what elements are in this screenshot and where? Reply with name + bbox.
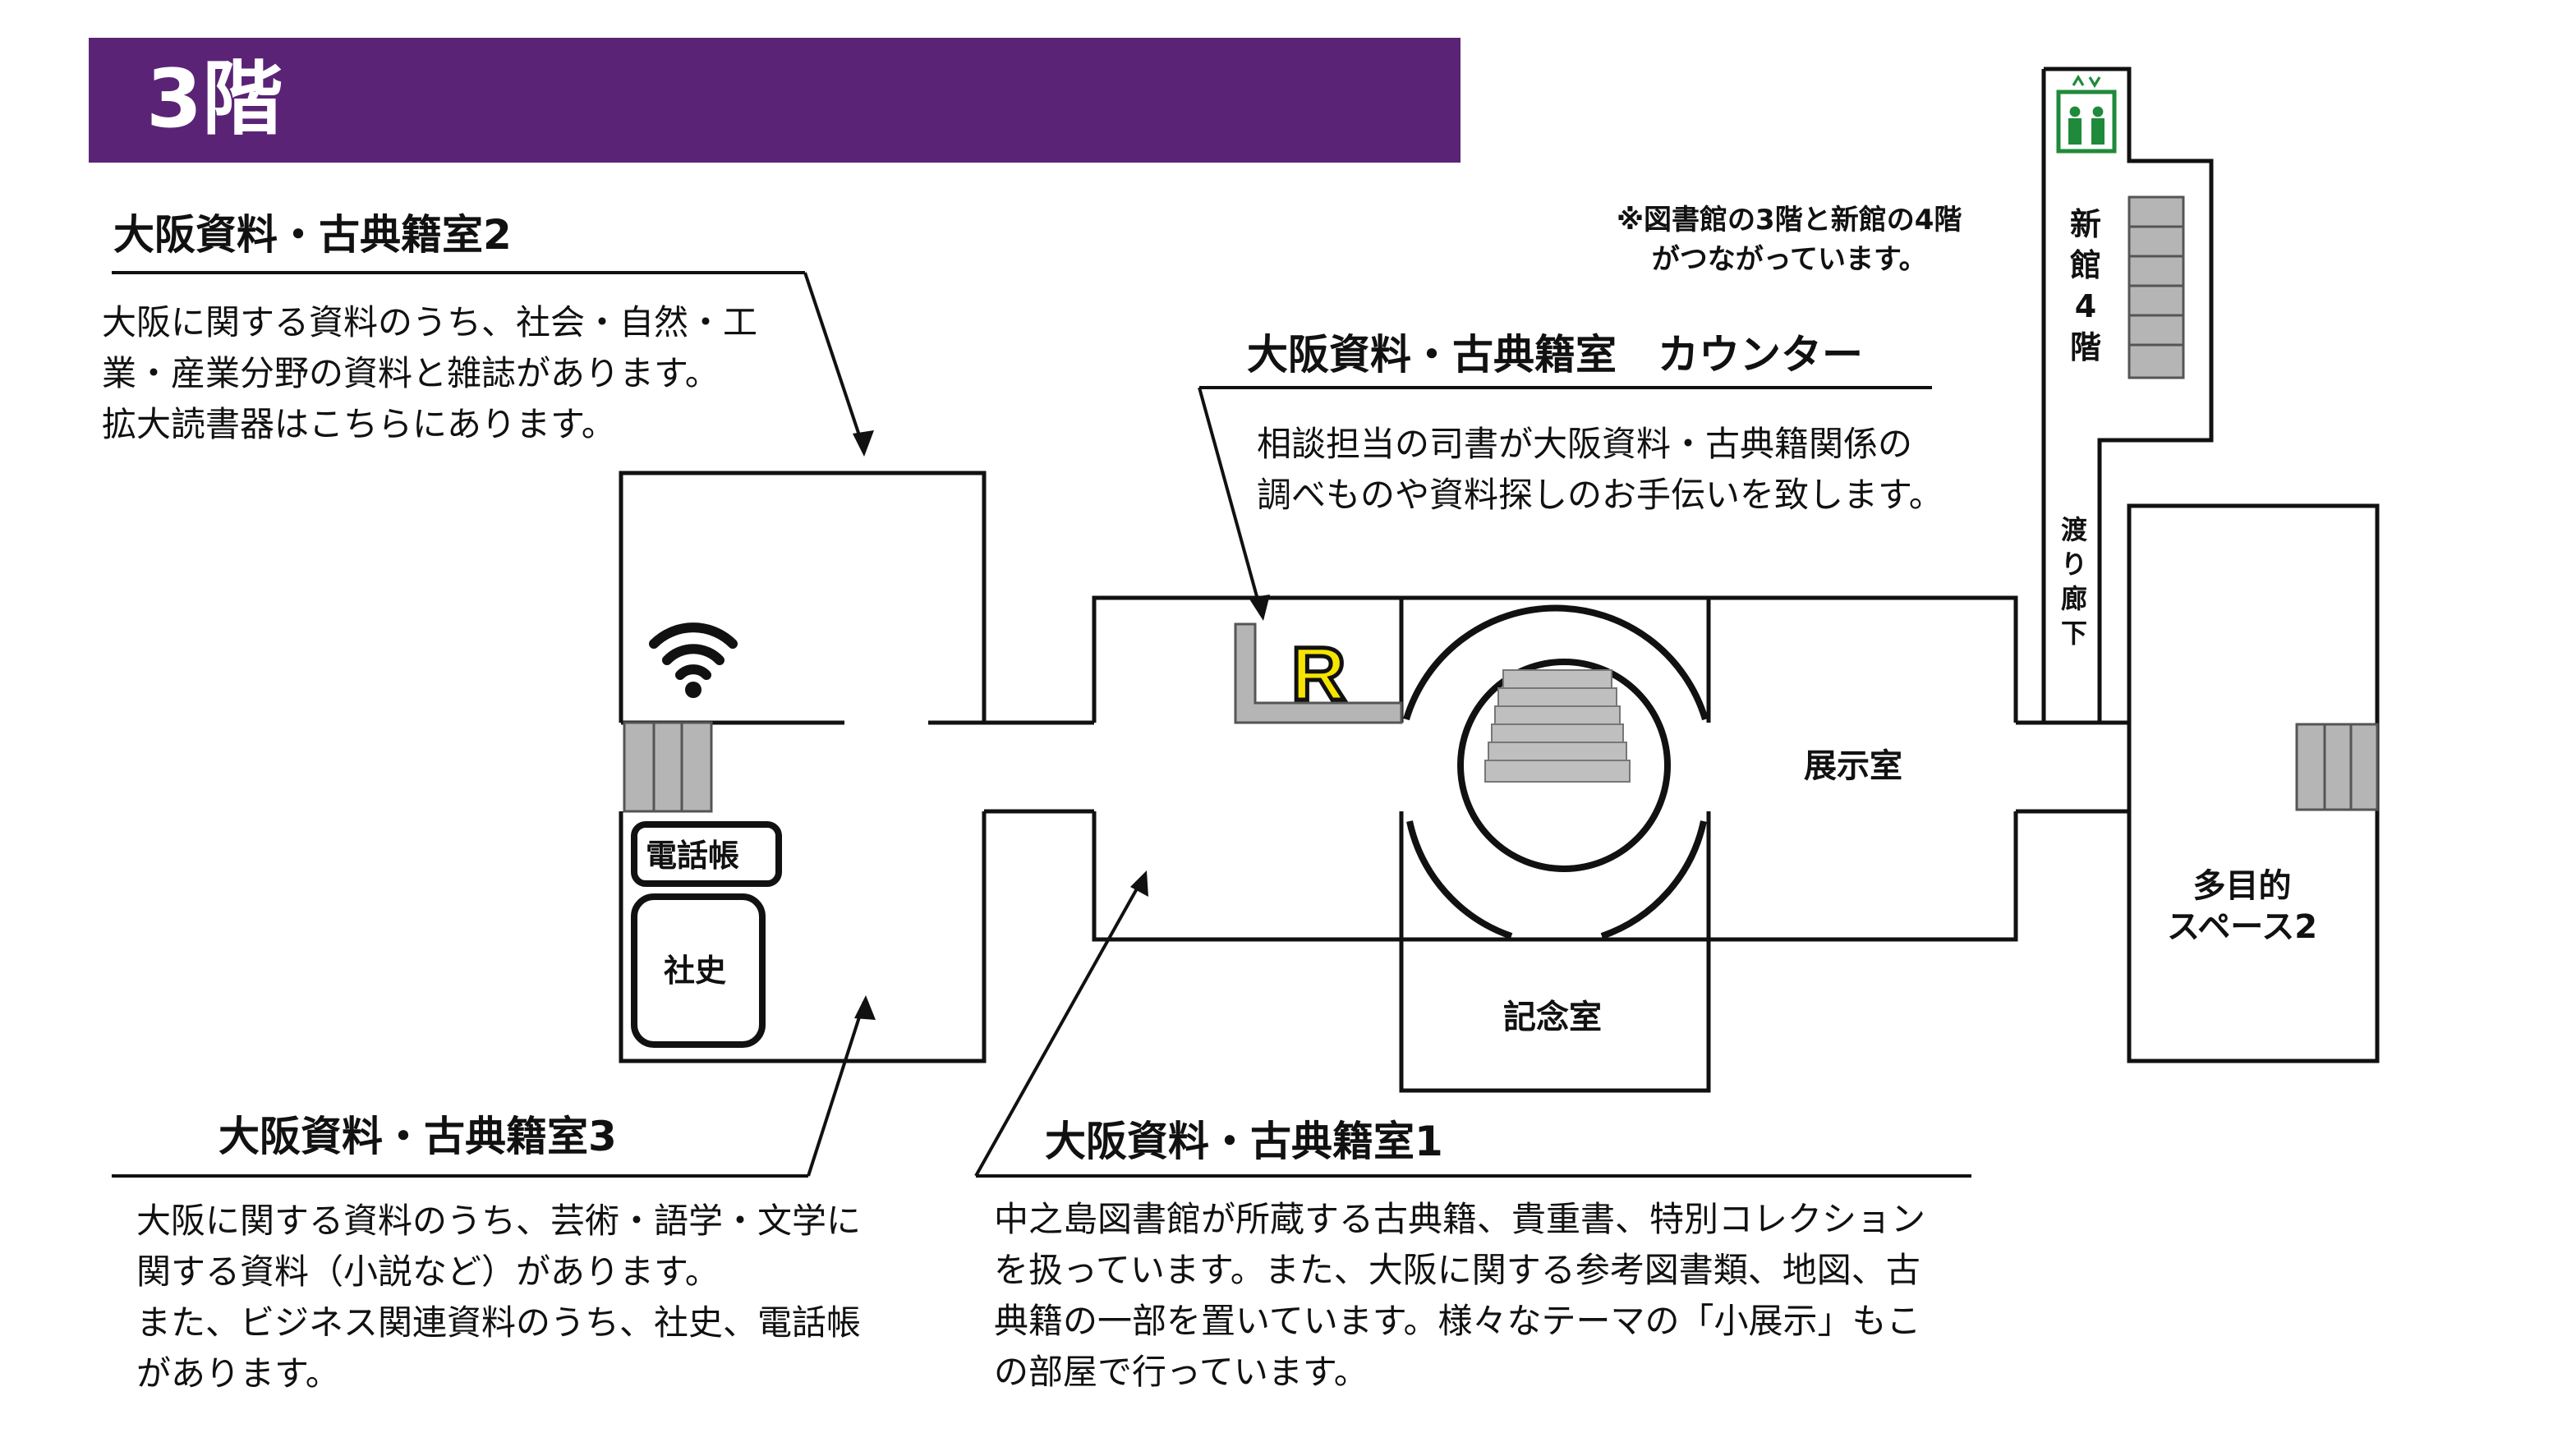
corridor-char: 渡 — [2060, 514, 2087, 545]
rotunda-arc-top — [1403, 604, 1709, 721]
multipurpose-shelves — [2295, 723, 2379, 811]
corridor-char: 廊 — [2060, 583, 2087, 614]
room1-wall — [1092, 595, 2018, 942]
leader-room3-arrow — [807, 1001, 866, 1177]
company-history-box — [631, 893, 766, 1048]
room1-desc-line: 典籍の一部を置いています。様々なテーマの「小展示」もこ — [994, 1301, 1921, 1341]
room2-heading: 大阪資料・古典籍室2 — [113, 211, 512, 259]
corridor-label: 渡 り 廊 下 — [2054, 512, 2095, 650]
room3-heading: 大阪資料・古典籍室3 — [218, 1113, 617, 1160]
counter-heading: 大阪資料・古典籍室 カウンター — [1247, 331, 1863, 379]
room3-desc-line: 関する資料（小説など）があります。 — [136, 1251, 720, 1292]
room2-desc-line: 業・産業分野の資料と雑誌があります。 — [102, 353, 720, 393]
header-bar — [89, 38, 1460, 163]
room1-desc-line: を扱っています。また、大阪に関する参考図書類、地図、古 — [994, 1250, 1920, 1290]
new-building-char: 4 — [2074, 288, 2097, 324]
leader-room2-arrow — [803, 272, 866, 451]
arrowhead-room3 — [854, 995, 876, 1020]
room2-desc-line: 大阪に関する資料のうち、社会・自然・工 — [102, 302, 758, 342]
new-building-label: 新 館 4 階 — [2065, 204, 2106, 368]
new-building-char: 館 — [2069, 247, 2101, 283]
room3-desc-line: 大阪に関する資料のうち、芸術・語学・文学に — [136, 1201, 862, 1241]
corridor-char: り — [2060, 549, 2087, 580]
connection-note: ※図書館の3階と新館の4階 がつながっています。 — [1617, 200, 1962, 279]
room3-description: 大阪に関する資料のうち、芸術・語学・文学に 関する資料（小説など）があります。 … — [136, 1196, 861, 1399]
multipurpose-label: 多目的 スペース2 — [2167, 866, 2317, 948]
exhibition-room-label: 展示室 — [1804, 747, 1902, 785]
stairs-icon — [1484, 669, 1631, 783]
counter-desc-line: 相談担当の司書が大阪資料・古典籍関係の — [1257, 424, 1913, 464]
counter-description: 相談担当の司書が大阪資料・古典籍関係の 調べものや資料探しのお手伝いを致します。 — [1257, 419, 1944, 521]
memorial-room-label: 記念室 — [1503, 999, 1602, 1036]
room1-desc-line: 中之島図書館が所蔵する古典籍、貴重書、特別コレクション — [994, 1199, 1926, 1239]
room1-heading: 大阪資料・古典籍室1 — [1045, 1118, 1443, 1165]
elevator-icon — [2056, 74, 2117, 154]
room1-desc-line: の部屋で行っています。 — [994, 1352, 1368, 1392]
leader-room1-arrow — [974, 876, 1145, 1177]
arrowhead-room1 — [1130, 870, 1148, 897]
room3-desc-line: があります。 — [136, 1353, 340, 1394]
room23-shelves — [623, 721, 713, 813]
phonebook-box — [631, 821, 782, 887]
arrowhead-counter — [1249, 595, 1270, 621]
new-building-shelves — [2128, 195, 2185, 379]
wifi-icon — [649, 622, 738, 680]
new-building-wall — [2044, 67, 2214, 723]
reference-r-icon: R — [1291, 632, 1346, 716]
note-line: ※図書館の3階と新館の4階 — [1617, 204, 1962, 237]
new-building-char: 新 — [2069, 206, 2101, 242]
rotunda-arc-left — [1406, 820, 1513, 939]
counter-desc-line: 調べものや資料探しのお手伝いを致します。 — [1257, 475, 1944, 515]
company-history-label: 社史 — [664, 953, 727, 989]
leader-counter-arrow — [1198, 387, 1263, 615]
rotunda-inner — [1457, 659, 1671, 872]
rotunda-arc-right — [1600, 820, 1707, 939]
multipurpose-label-line: 多目的 — [2192, 867, 2292, 905]
wifi-dot — [685, 682, 702, 698]
counter-desk — [1234, 622, 1403, 724]
room23-wall — [619, 471, 987, 1063]
room2-description: 大阪に関する資料のうち、社会・自然・工 業・産業分野の資料と雑誌があります。 拡… — [102, 297, 757, 450]
new-building-char: 階 — [2069, 329, 2101, 365]
floor-title: 3階 — [146, 53, 283, 146]
note-line: がつながっています。 — [1651, 243, 1927, 276]
corridor-char: 下 — [2060, 618, 2087, 649]
arrowhead-room2 — [853, 430, 874, 457]
multipurpose-label-line: スペース2 — [2167, 908, 2318, 946]
phonebook-label: 電話帳 — [646, 838, 740, 874]
room2-desc-line: 拡大読書器はこちらにあります。 — [102, 404, 616, 444]
room1-description: 中之島図書館が所蔵する古典籍、貴重書、特別コレクション を扱っています。また、大… — [994, 1194, 1925, 1398]
room3-desc-line: また、ビジネス関連資料のうち、社史、電話帳 — [136, 1302, 862, 1343]
memorial-wall — [1399, 939, 1711, 1093]
